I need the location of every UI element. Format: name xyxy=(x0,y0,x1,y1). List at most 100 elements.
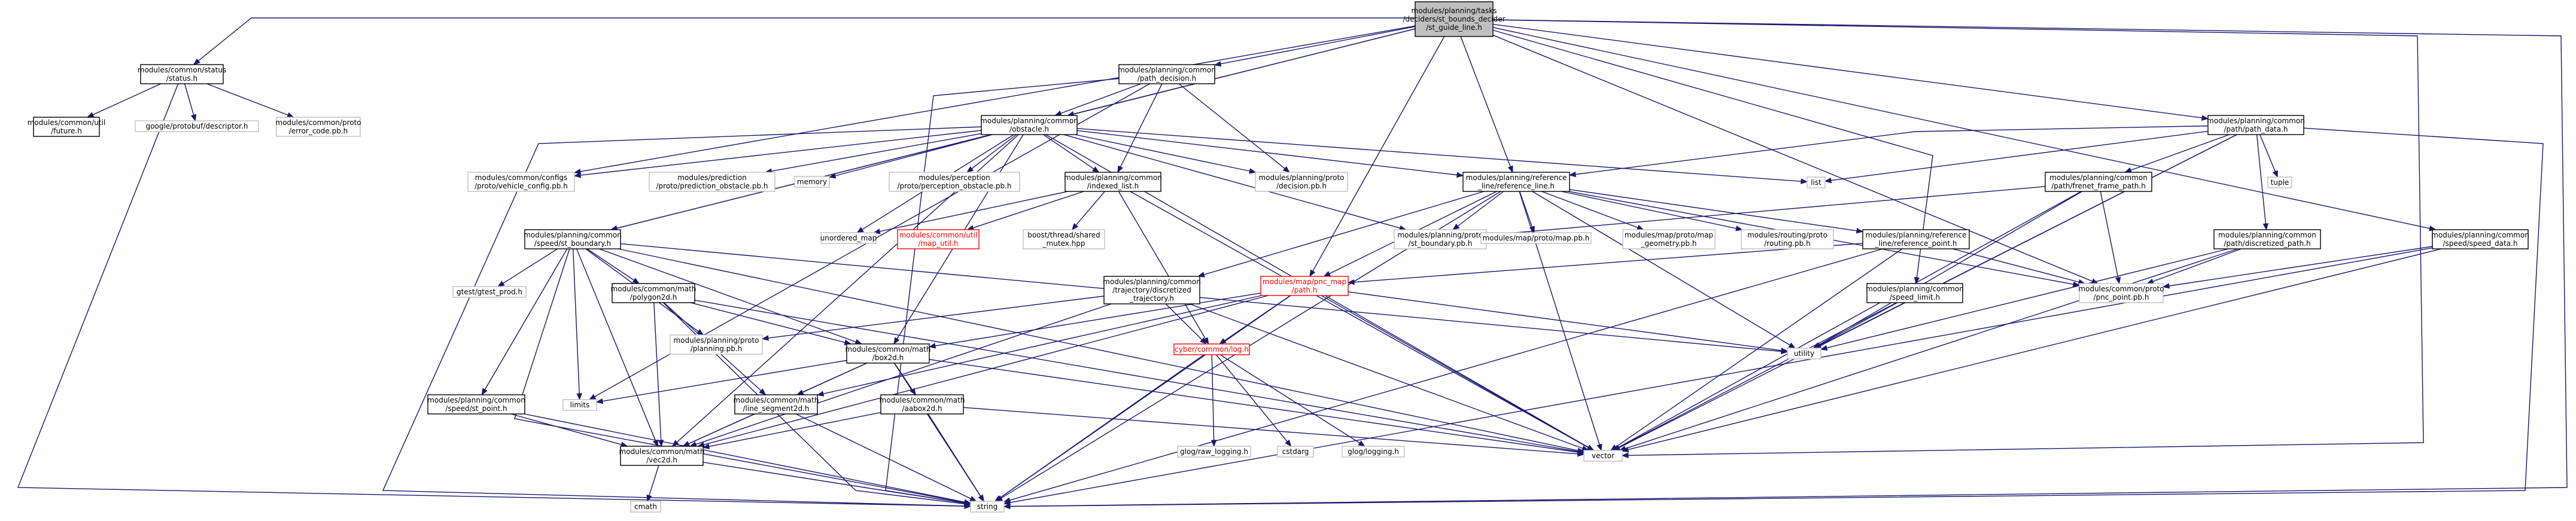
node-descriptor[interactable]: google/protobuf/descriptor.h xyxy=(135,120,259,132)
node-discretized-path[interactable]: modules/planning/common/path/discretized… xyxy=(2213,229,2321,249)
node-glog-logging[interactable]: glog/logging.h xyxy=(1342,446,1405,458)
edge-line xyxy=(1075,191,1105,226)
node-speed-point[interactable]: modules/planning/common/speed/st_point.h xyxy=(427,394,525,415)
dependency-edge-reference_point-to-pnc_map xyxy=(1347,243,1863,285)
node-label-line: google/protobuf/descriptor.h xyxy=(146,122,248,130)
node-raw-logging[interactable]: glog/raw_logging.h xyxy=(1177,446,1251,458)
dependency-edge-status-to-error_code xyxy=(206,83,294,118)
dependency-edge-speed_point-to-vec2d xyxy=(510,413,628,447)
edge-arrowhead xyxy=(2146,278,2154,284)
edge-line xyxy=(1120,83,1163,167)
node-label-line: /speed/st_boundary.h xyxy=(534,239,611,248)
node-shared-mutex[interactable]: boost/thread/shared_mutex.hpp xyxy=(1023,229,1105,249)
node-vec2d[interactable]: modules/common/math/vec2d.h xyxy=(619,446,705,466)
dependency-edge-st_boundary-to-polygon2d xyxy=(586,248,640,284)
edge-arrowhead xyxy=(646,494,652,502)
dependency-edge-root-to-path_data xyxy=(1492,23,2209,121)
edge-line xyxy=(929,359,1579,453)
node-pnc-map[interactable]: modules/map/pnc_map/path.h xyxy=(1260,276,1349,296)
node-root[interactable]: modules/planning/tasks/deciders/st_bound… xyxy=(1403,1,1506,37)
node-discretized-trajectory[interactable]: modules/planning/common/trajectory/discr… xyxy=(1103,276,1201,304)
node-limits[interactable]: limits xyxy=(562,399,597,411)
dependency-edge-indexed_list-to-shared_mutex xyxy=(1071,191,1105,231)
edge-line xyxy=(184,83,194,115)
node-planning-pb[interactable]: modules/planning/proto/planning.pb.h xyxy=(670,334,763,355)
edge-line xyxy=(1009,248,1883,501)
node-cmath[interactable]: cmath xyxy=(630,501,661,513)
node-memory[interactable]: memory xyxy=(794,176,830,188)
edge-arrowhead xyxy=(190,114,197,122)
node-line-segment2d[interactable]: modules/common/math/line_segment2d.h xyxy=(734,394,819,415)
dependency-edge-pnc_map-to-vector xyxy=(1321,295,1595,451)
node-map-pb[interactable]: modules/map/proto/map.pb.h xyxy=(1480,232,1592,244)
edge-line xyxy=(524,413,965,503)
node-st-boundary-pb[interactable]: modules/planning/proto/st_boundary.pb.h xyxy=(1394,229,1487,249)
edge-arrowhead xyxy=(1003,503,1011,510)
node-vector[interactable]: vector xyxy=(1583,450,1623,462)
dependency-edge-path_data-to-frenet_frame_path xyxy=(2124,134,2230,173)
node-pnc-point[interactable]: modules/common/proto/pnc_point.pb.h xyxy=(2078,283,2164,303)
node-label-line: modules/planning/common xyxy=(980,117,1078,125)
node-polygon2d[interactable]: modules/common/math/polygon2d.h xyxy=(611,283,697,303)
edge-arrowhead xyxy=(2201,115,2209,121)
node-future[interactable]: modules/common/util/future.h xyxy=(28,117,106,137)
dependency-edge-reference_point-to-string xyxy=(1003,248,1883,503)
node-gtest[interactable]: gtest/gtest_prod.h xyxy=(452,286,527,298)
node-speed-limit[interactable]: modules/planning/common/speed_limit.h xyxy=(1866,283,1964,303)
node-decision-pb[interactable]: modules/planning/proto/decision.pb.h xyxy=(1255,172,1348,192)
dependency-edge-root-to-vector xyxy=(1492,19,2424,459)
dependency-edge-vec2d-to-string xyxy=(702,462,972,506)
node-box2d[interactable]: modules/common/math/box2d.h xyxy=(846,343,931,364)
edge-arrowhead xyxy=(969,496,977,502)
node-reference-line[interactable]: modules/planning/reference_line/referenc… xyxy=(1462,172,1570,192)
node-path-decision[interactable]: modules/planning/common/path_decision.h xyxy=(1118,64,1216,84)
node-reference-point[interactable]: modules/planning/reference_line/referenc… xyxy=(1862,229,1970,249)
edge-arrowhead xyxy=(1214,61,1222,67)
edge-arrowhead xyxy=(928,343,936,349)
node-label-line: modules/routing/proto xyxy=(1747,231,1827,239)
node-cstdarg[interactable]: cstdarg xyxy=(1277,446,1314,458)
edge-line xyxy=(1076,128,1802,182)
node-perception-obstacle[interactable]: modules/perception/proto/perception_obst… xyxy=(889,172,1020,192)
edge-line xyxy=(206,83,288,116)
node-string[interactable]: string xyxy=(970,501,1005,513)
node-unordered-map[interactable]: unordered_map xyxy=(820,232,877,244)
node-label-line: utility xyxy=(1794,349,1814,358)
edge-line xyxy=(662,302,965,504)
dependency-edge-obstacle-to-prediction_obstacle xyxy=(764,133,982,174)
dependency-edge-path_decision-to-indexed_list xyxy=(1117,83,1163,173)
node-prediction-obstacle[interactable]: modules/prediction/proto/prediction_obst… xyxy=(649,172,775,192)
node-log[interactable]: cyber/common/log.h xyxy=(1173,343,1250,355)
node-speed-data[interactable]: modules/planning/common/speed/speed_data… xyxy=(2431,229,2529,249)
node-frenet-frame-path[interactable]: modules/planning/common/path/frenet_fram… xyxy=(2045,172,2152,192)
dependency-edge-discretized_trajectory-to-vector xyxy=(1189,303,1589,451)
node-routing-pb[interactable]: modules/routing/proto/routing.pb.h xyxy=(1741,229,1834,249)
node-error-code[interactable]: modules/common/proto/error_code.pb.h xyxy=(275,117,361,137)
edge-line xyxy=(576,248,656,441)
node-map-util[interactable]: modules/common/util/map_util.h xyxy=(897,229,980,249)
node-status[interactable]: modules/common/status/status.h xyxy=(138,64,226,84)
edge-arrowhead xyxy=(632,278,640,284)
node-label-line: modules/planning/common xyxy=(1866,285,1964,293)
dependency-edge-st_boundary-to-utility xyxy=(620,243,1789,355)
dependency-edge-obstacle-to-indexed_list xyxy=(1043,134,1100,173)
node-obstacle[interactable]: modules/planning/common/obstacle.h xyxy=(980,115,1078,135)
node-st-boundary[interactable]: modules/planning/common/speed/st_boundar… xyxy=(524,229,622,249)
node-box xyxy=(889,172,1020,192)
edge-line xyxy=(1569,189,1857,231)
node-vehicle-config[interactable]: modules/common/configs/proto/vehicle_con… xyxy=(467,172,575,192)
edge-line xyxy=(1130,191,1589,448)
edge-arrowhead xyxy=(1507,165,1513,173)
node-path-data[interactable]: modules/planning/common/path/path_data.h xyxy=(2207,115,2305,135)
node-utility[interactable]: utility xyxy=(1787,348,1821,359)
node-aabox2d[interactable]: modules/common/math/aabox2d.h xyxy=(880,394,965,415)
node-box xyxy=(1462,172,1570,192)
node-list[interactable]: list xyxy=(1806,176,1826,188)
edge-line xyxy=(795,413,971,499)
node-tuple[interactable]: tuple xyxy=(2267,176,2292,188)
node-map-geometry[interactable]: modules/map/proto/map_geometry.pb.h xyxy=(1622,229,1716,249)
edge-line xyxy=(1178,83,1285,169)
node-indexed-list[interactable]: modules/planning/common/indexed_list.h xyxy=(1064,172,1162,192)
node-label-line: cmath xyxy=(634,502,657,511)
node-label-line: /routing.pb.h xyxy=(1764,239,1810,248)
